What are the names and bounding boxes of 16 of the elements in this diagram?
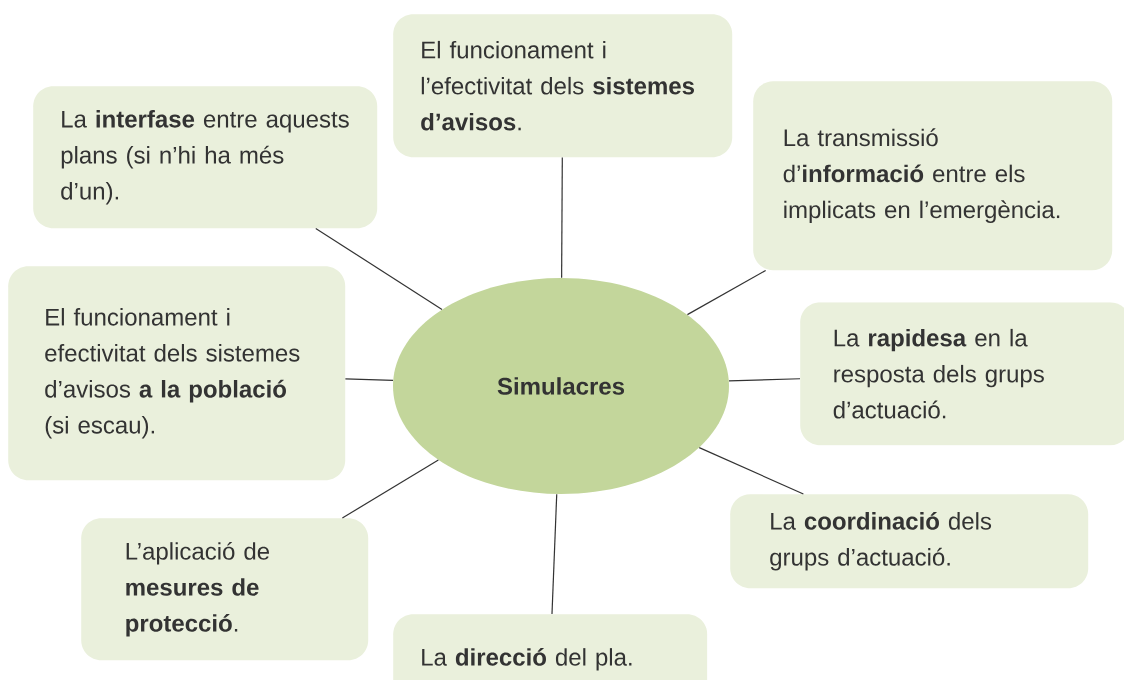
connector-line [344,378,394,381]
text-box: La transmissió d’informació entre els implicats en l’emergència. [753,81,1113,271]
text-box: La rapidesa en la resposta dels grups d’actuació. [800,302,1124,446]
text-box: La direcció del pla. [393,614,708,680]
connector-line [561,156,563,279]
connector-line [686,269,767,316]
text-box: La coordinació dels grups d’actuació. [730,494,1089,589]
text-box: El funcionament i efectivitat dels sistemes d’avisos a la població (si escau). [8,266,346,481]
text-box: El funcionament i l’efectivitat dels sistemes d’avisos. [393,14,733,158]
connector-line [551,493,558,615]
connector-line [698,447,804,495]
connector-line [315,227,443,311]
text-box: L’aplicació de mesures de protecció. [81,518,369,661]
connector-line [341,459,439,519]
text-box: La interfase entre aquests plans (si n’hi ha més d’un). [33,86,378,229]
connector-line [728,378,801,382]
